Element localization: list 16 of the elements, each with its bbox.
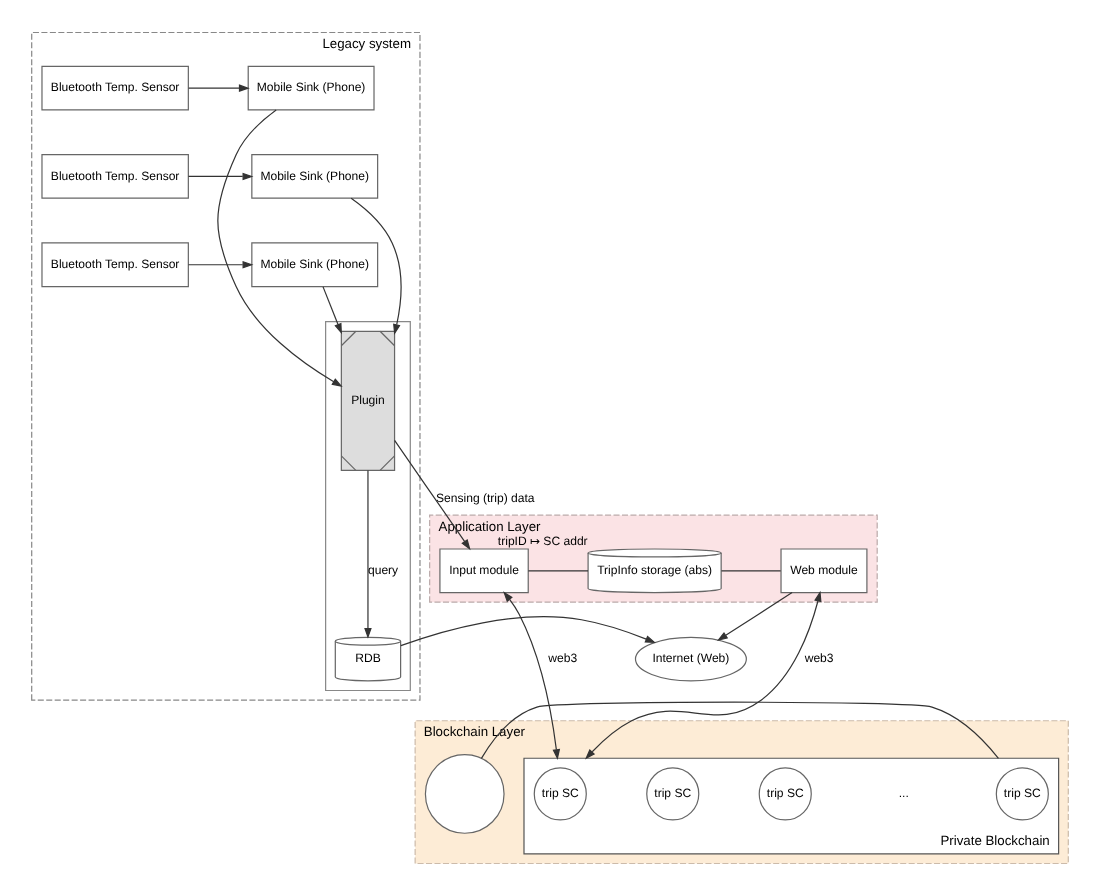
arrow bbox=[503, 591, 561, 761]
arrow bbox=[716, 591, 793, 642]
arrow bbox=[400, 616, 656, 647]
arrow bbox=[187, 260, 254, 269]
connector bbox=[527, 570, 589, 572]
arrow bbox=[364, 470, 372, 639]
node-circle bbox=[424, 754, 505, 834]
arrow bbox=[585, 590, 822, 760]
arrow bbox=[188, 84, 250, 92]
connector bbox=[720, 570, 782, 572]
arrow bbox=[217, 109, 343, 387]
arrow bbox=[322, 286, 342, 335]
connector bbox=[480, 701, 1000, 759]
arrow bbox=[187, 172, 254, 181]
arrow bbox=[350, 197, 402, 335]
arrow bbox=[394, 439, 471, 551]
